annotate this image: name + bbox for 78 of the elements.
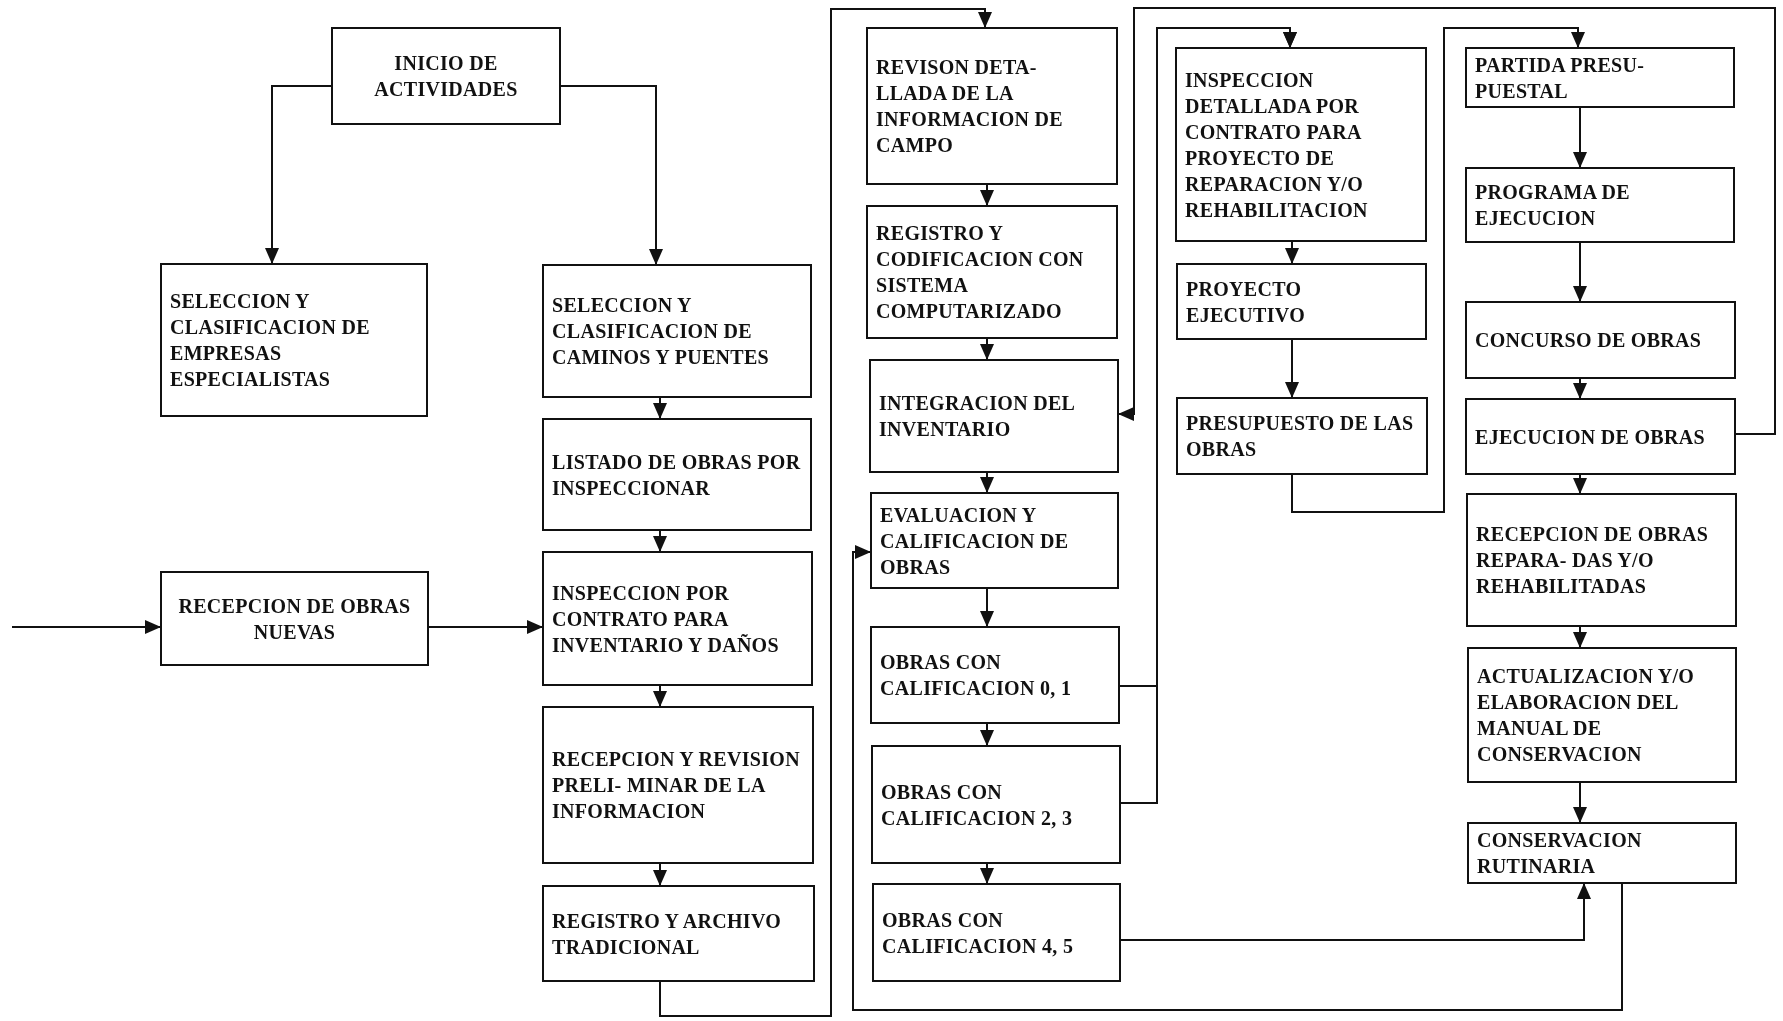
- box-label: RECEPCION DE OBRAS REPARA- DAS Y/O REHABILITADAS: [1476, 522, 1710, 599]
- process-box: [1176, 397, 1428, 475]
- arrow: [980, 472, 994, 493]
- arrow: [980, 863, 994, 884]
- box-label: INSPECCION DETALLADA POR CONTRATO PARA PROYECTO DE REPARACION Y/O REHABILITACION: [1185, 67, 1369, 223]
- process-box: [871, 745, 1121, 864]
- box-label: INSPECCION POR CONTRATO PARA INVENTARIO Y DAÑOS: [552, 580, 780, 658]
- arrow: [1573, 626, 1587, 648]
- box-label: REGISTRO Y ARCHIVO TRADICIONAL: [552, 908, 783, 960]
- arrow: [653, 863, 667, 886]
- process-box: [1465, 167, 1735, 243]
- arrow: [265, 85, 332, 264]
- arrow: [1120, 883, 1591, 941]
- box-label: OBRAS CON CALIFICACION 0, 1: [880, 650, 1073, 701]
- process-box: [866, 27, 1118, 185]
- arrow: [980, 723, 994, 746]
- box-label: EJECUCION DE OBRAS: [1475, 424, 1705, 450]
- arrow: [1285, 339, 1299, 398]
- arrow: [1120, 27, 1297, 804]
- box-label: SELECCION Y CLASIFICACION DE EMPRESAS ESPECIALISTAS: [170, 289, 371, 392]
- process-box: [1466, 493, 1737, 627]
- process-box: [1465, 398, 1736, 475]
- box-label: RECEPCION DE OBRAS NUEVAS: [177, 593, 412, 645]
- box-label: INICIO DE ACTIVIDADES: [373, 51, 519, 102]
- arrow: [980, 338, 994, 360]
- process-box: [331, 27, 561, 125]
- arrow: [560, 85, 663, 265]
- box-label: INTEGRACION DEL INVENTARIO: [879, 391, 1076, 442]
- arrow: [1573, 378, 1587, 399]
- arrow: [653, 685, 667, 707]
- process-box: [1465, 47, 1735, 108]
- arrow: [653, 397, 667, 419]
- process-box: [869, 359, 1119, 473]
- box-label: CONCURSO DE OBRAS: [1475, 328, 1702, 353]
- arrow: [1573, 242, 1587, 302]
- box-label: OBRAS CON CALIFICACION 2, 3: [881, 779, 1074, 831]
- arrow: [1285, 241, 1299, 264]
- process-box: [542, 418, 812, 531]
- arrow: [980, 184, 994, 206]
- process-box: [1467, 647, 1737, 783]
- process-box: [1465, 301, 1736, 379]
- box-label: OBRAS CON CALIFICACION 4, 5: [882, 907, 1075, 959]
- process-box: [542, 885, 815, 982]
- process-box: [1467, 822, 1737, 884]
- arrow: [1573, 782, 1587, 823]
- process-box: [160, 571, 429, 666]
- arrow: [11, 620, 161, 634]
- process-box: [160, 263, 428, 417]
- arrow: [1291, 27, 1585, 513]
- arrow: [659, 8, 992, 1017]
- process-box: [542, 264, 812, 398]
- arrow: [1573, 107, 1587, 168]
- process-box: [872, 883, 1121, 982]
- box-label: SELECCION Y CLASIFICACION DE CAMINOS Y PUENTES: [552, 293, 770, 370]
- process-box: [870, 492, 1119, 589]
- box-label: PRESUPUESTO DE LAS OBRAS: [1186, 411, 1415, 462]
- arrow: [1573, 474, 1587, 494]
- arrow: [1118, 7, 1776, 435]
- box-label: RECEPCION Y REVISION PRELI- MINAR DE LA INFORMACION: [552, 747, 801, 824]
- box-label: EVALUACION Y CALIFICACION DE OBRAS: [880, 502, 1070, 580]
- process-box: [870, 626, 1120, 724]
- process-box: [1175, 47, 1427, 242]
- process-box: [542, 706, 814, 864]
- arrow: [980, 588, 994, 627]
- box-label: REGISTRO Y CODIFICACION CON SISTEMA COMPUTARIZADO: [876, 221, 1085, 324]
- box-label: CONSERVACION RUTINARIA: [1477, 828, 1643, 879]
- process-box: [1176, 263, 1427, 340]
- arrow: [428, 620, 543, 634]
- arrow: [653, 530, 667, 552]
- box-label: PROYECTO EJECUTIVO: [1186, 276, 1306, 328]
- box-label: ACTUALIZACION Y/O ELABORACION DEL MANUAL DE CONSERVACION: [1477, 664, 1696, 767]
- box-label: REVISON DETA- LLADA DE LA INFORMACION DE CAMPO: [876, 55, 1064, 158]
- box-label: LISTADO DE OBRAS POR INSPECCIONAR: [552, 449, 802, 501]
- arrow: [852, 545, 1623, 1011]
- box-label: PROGRAMA DE EJECUCION: [1475, 180, 1631, 231]
- process-box: [542, 551, 813, 686]
- process-box: [866, 205, 1118, 339]
- box-label: PARTIDA PRESU- PUESTAL: [1475, 52, 1646, 104]
